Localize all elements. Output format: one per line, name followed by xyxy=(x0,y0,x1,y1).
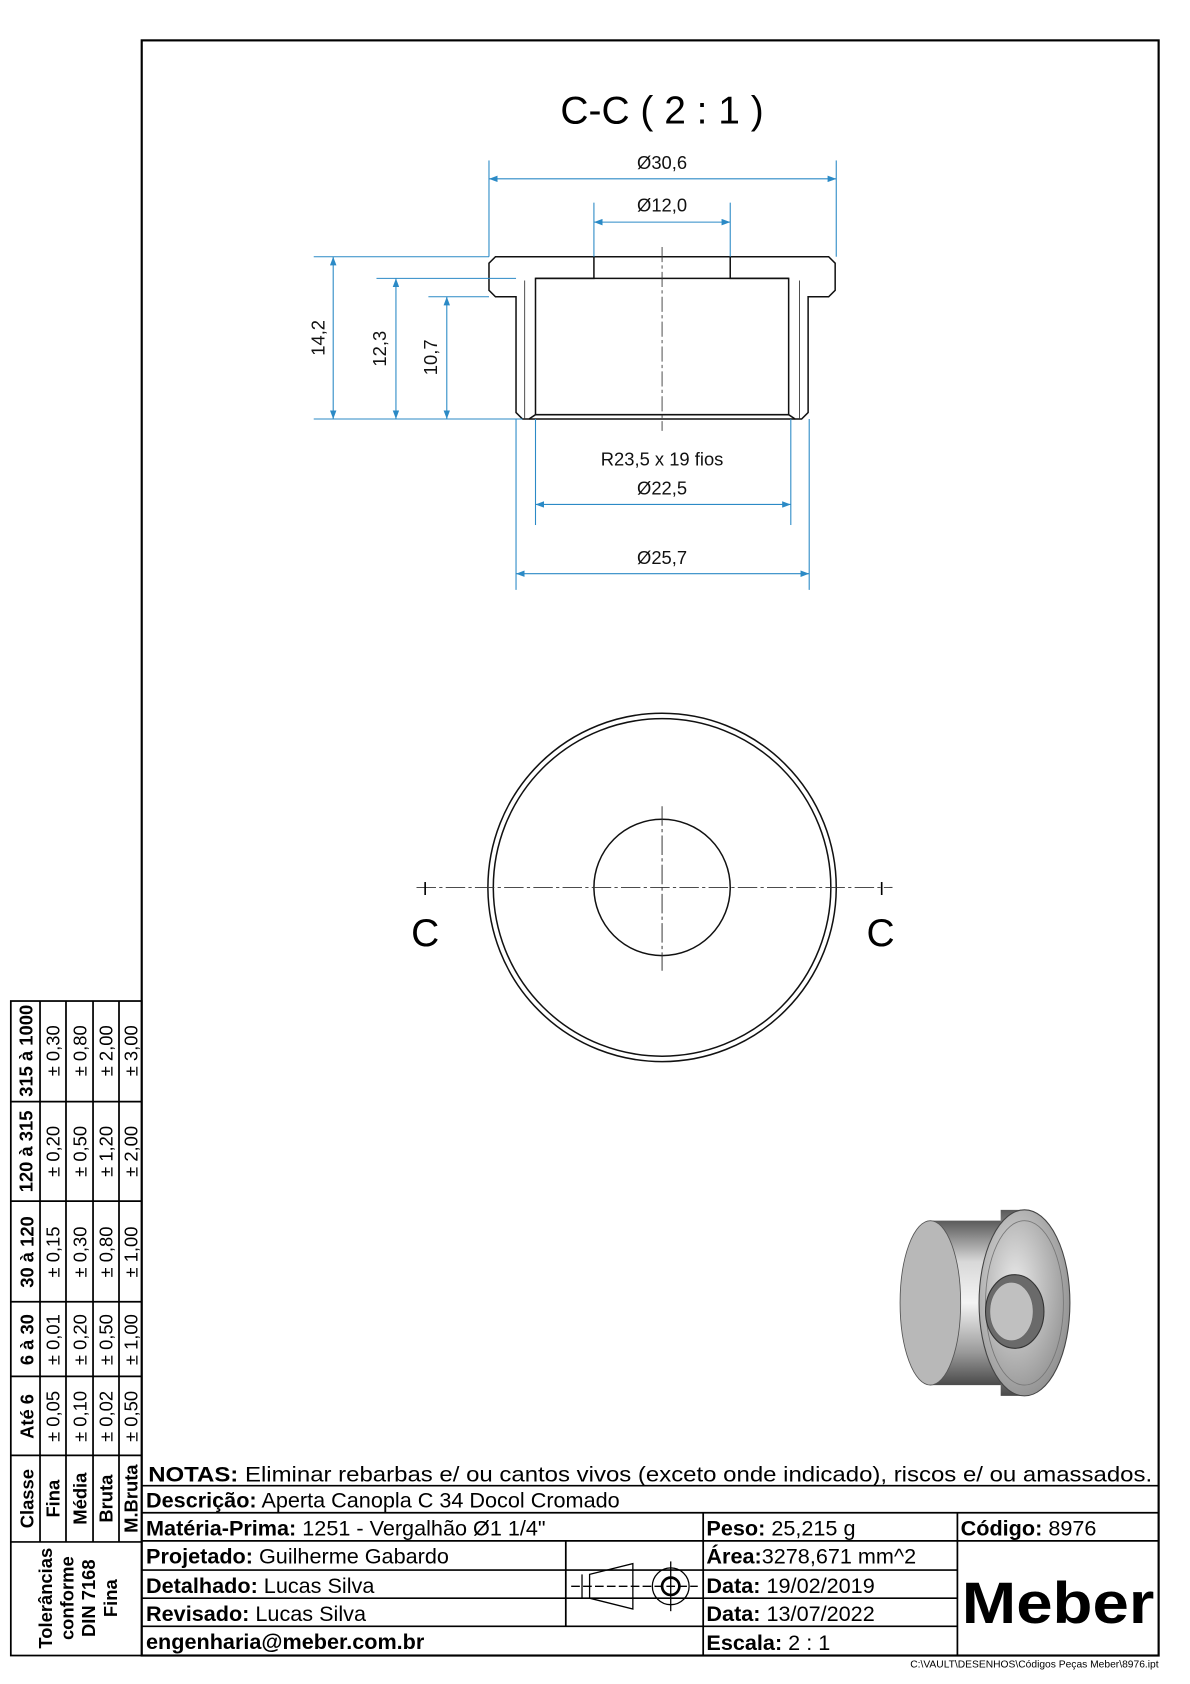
svg-text:± 0,50: ± 0,50 xyxy=(96,1314,117,1365)
area: Área:3278,671 mm^2 xyxy=(706,1544,916,1569)
designed-by: Projetado: Guilherme Gabardo xyxy=(146,1544,449,1569)
dimension-body: Ø25,7 xyxy=(515,419,810,590)
svg-text:± 3,00: ± 3,00 xyxy=(120,1025,141,1076)
svg-text:Ø25,7: Ø25,7 xyxy=(637,547,687,568)
section-marker-right: C xyxy=(867,912,895,955)
svg-text:Ø12,0: Ø12,0 xyxy=(637,194,687,215)
tol-header: 120 à 315 xyxy=(15,1111,36,1193)
projection-symbol-icon xyxy=(571,1561,698,1612)
svg-text:10,7: 10,7 xyxy=(420,339,441,375)
tol-header: Até 6 xyxy=(17,1394,38,1439)
section-view-c-c: C-C ( 2 : 1 ) Ø30,6 Ø12,0 R23,5 x 19 xyxy=(308,90,837,590)
creation-date: Data: 19/02/2019 xyxy=(706,1573,874,1598)
dimension-total-height: 14,2 xyxy=(308,256,523,420)
svg-text:Tolerâncias: Tolerâncias xyxy=(35,1548,56,1649)
svg-text:M.Bruta: M.Bruta xyxy=(120,1464,141,1533)
dimension-outer-flange: Ø30,6 xyxy=(488,152,837,257)
dimension-thread: R23,5 x 19 fios Ø22,5 xyxy=(534,419,792,526)
svg-text:± 1,00: ± 1,00 xyxy=(120,1227,141,1278)
svg-text:± 1,00: ± 1,00 xyxy=(120,1314,141,1365)
title-block: NOTAS: Eliminar rebarbas e/ ou cantos vi… xyxy=(141,1461,1159,1670)
section-right-half xyxy=(729,255,836,420)
svg-text:R23,5 x 19 fios: R23,5 x 19 fios xyxy=(601,449,724,470)
svg-text:Média: Média xyxy=(70,1472,91,1525)
svg-text:± 0,30: ± 0,30 xyxy=(70,1227,91,1278)
tolerance-standard-note: Tolerâncias conforme DIN 7168 Fina xyxy=(35,1548,121,1649)
section-title: C-C ( 2 : 1 ) xyxy=(560,90,763,133)
dimension-top-hole: Ø12,0 xyxy=(593,194,731,257)
svg-text:± 0,80: ± 0,80 xyxy=(96,1227,117,1278)
svg-text:± 0,20: ± 0,20 xyxy=(70,1314,91,1365)
section-marker-left: C xyxy=(411,912,439,955)
description: Descrição: Aperta Canopla C 34 Docol Cro… xyxy=(146,1487,620,1512)
drawing-frame xyxy=(140,39,1160,1657)
svg-text:± 0,30: ± 0,30 xyxy=(43,1025,64,1076)
svg-text:± 0,50: ± 0,50 xyxy=(120,1391,141,1442)
svg-text:conforme: conforme xyxy=(57,1556,78,1640)
tolerance-table: 315 à 1000 120 à 315 30 à 120 6 à 30 Até… xyxy=(9,1000,143,1657)
file-path: C:\VAULT\DESENHOS\Códigos Peças Meber\89… xyxy=(910,1659,1159,1670)
part-3d-render xyxy=(899,1209,1071,1397)
svg-text:± 0,15: ± 0,15 xyxy=(43,1227,64,1278)
svg-text:± 0,80: ± 0,80 xyxy=(70,1025,91,1076)
tol-header: 6 à 30 xyxy=(17,1314,38,1365)
svg-text:± 0,01: ± 0,01 xyxy=(43,1314,64,1365)
tol-header: 315 à 1000 xyxy=(15,1005,36,1097)
svg-text:± 0,50: ± 0,50 xyxy=(70,1126,91,1177)
dimension-body-height: 10,7 xyxy=(420,296,489,420)
svg-text:Ø30,6: Ø30,6 xyxy=(637,152,687,173)
svg-text:± 0,20: ± 0,20 xyxy=(43,1126,64,1177)
svg-text:± 0,10: ± 0,10 xyxy=(70,1391,91,1442)
svg-text:12,3: 12,3 xyxy=(369,331,390,367)
part-code: Código: 8976 xyxy=(961,1515,1097,1540)
scale: Escala: 2 : 1 xyxy=(706,1630,830,1655)
detailed-by: Detalhado: Lucas Silva xyxy=(146,1573,375,1598)
company-logo: Meber xyxy=(962,1571,1155,1636)
dimension-bore-depth: 12,3 xyxy=(369,277,517,420)
svg-text:14,2: 14,2 xyxy=(308,320,329,356)
svg-text:Bruta: Bruta xyxy=(96,1474,117,1523)
svg-text:± 0,05: ± 0,05 xyxy=(43,1391,64,1442)
section-left-half xyxy=(488,255,595,420)
revision-date: Data: 13/07/2022 xyxy=(706,1601,874,1626)
svg-text:Fina: Fina xyxy=(100,1579,121,1618)
svg-text:± 2,00: ± 2,00 xyxy=(96,1025,117,1076)
svg-text:± 2,00: ± 2,00 xyxy=(120,1126,141,1177)
svg-text:± 1,20: ± 1,20 xyxy=(96,1126,117,1177)
tol-header: 30 à 120 xyxy=(17,1216,38,1288)
notes: NOTAS: Eliminar rebarbas e/ ou cantos vi… xyxy=(148,1461,1152,1486)
reviewed-by: Revisado: Lucas Silva xyxy=(146,1601,367,1626)
svg-text:Fina: Fina xyxy=(43,1479,64,1518)
tol-header: Classe xyxy=(17,1469,38,1528)
weight: Peso: 25,215 g xyxy=(706,1515,855,1540)
svg-text:± 0,02: ± 0,02 xyxy=(96,1391,117,1442)
front-view: C C xyxy=(411,712,895,1063)
contact-email: engenharia@meber.com.br xyxy=(146,1629,425,1654)
svg-text:Ø22,5: Ø22,5 xyxy=(637,478,687,499)
svg-text:DIN 7168: DIN 7168 xyxy=(78,1559,99,1637)
raw-material: Matéria-Prima: 1251 - Vergalhão Ø1 1/4" xyxy=(146,1515,546,1540)
